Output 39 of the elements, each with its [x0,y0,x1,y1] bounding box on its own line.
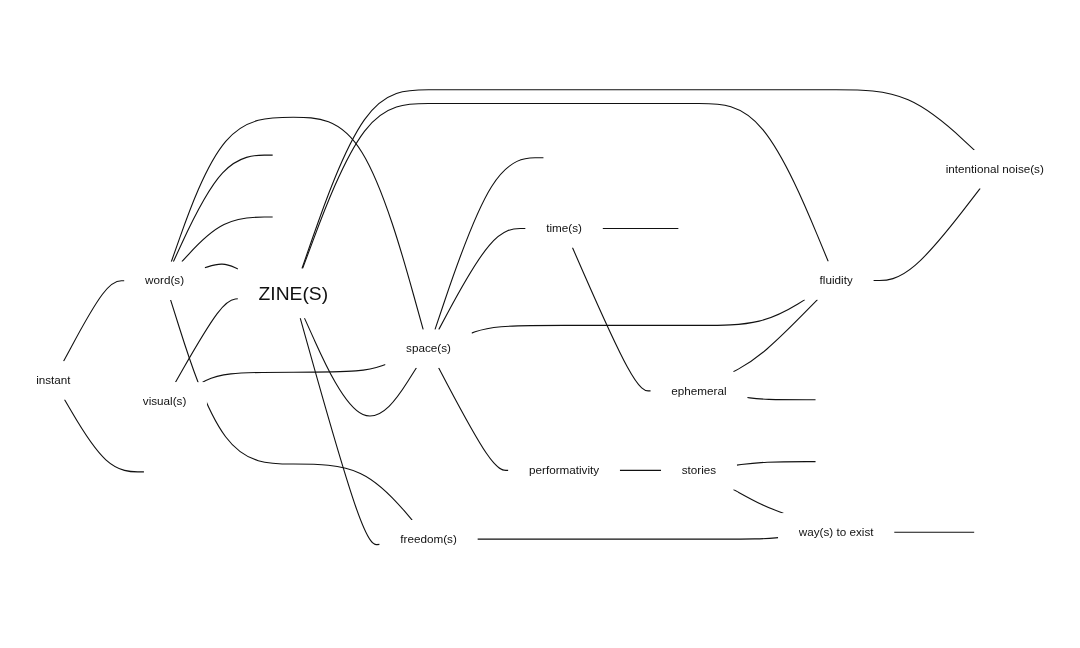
connector [204,263,239,270]
node-text: time(s) [546,221,582,235]
connector [181,216,274,263]
connector [746,397,817,401]
node-text: stories [681,463,717,477]
connector [299,317,381,546]
connector [303,317,417,417]
connector [301,89,975,270]
connector [170,116,424,331]
connector [471,299,806,334]
connector [732,299,819,373]
connector [172,154,274,263]
connector [571,247,652,392]
connector [438,367,509,471]
node-text: performativity [528,463,600,477]
node-text: word(s) [145,274,185,288]
connector [736,461,817,466]
connector [893,531,975,533]
node-text: ZINE(S) [258,282,329,304]
connector [438,227,527,331]
connector [732,488,784,514]
connector [202,363,387,383]
node-text: space(s) [406,342,451,356]
connector [63,398,145,473]
connector [174,298,239,383]
connector [63,280,125,362]
connector [872,187,981,282]
connector [301,103,829,270]
connector [476,537,779,540]
connector [602,227,679,229]
connector [170,299,413,521]
connector [619,469,662,471]
node-text: way(s) to exist [798,525,874,539]
node-text: freedom(s) [400,532,457,546]
node-text: instant [36,373,71,387]
node-text: intentional noise(s) [945,162,1044,176]
node-text: fluidity [819,273,853,287]
connector [434,157,544,331]
node-text: ephemeral [671,384,727,398]
